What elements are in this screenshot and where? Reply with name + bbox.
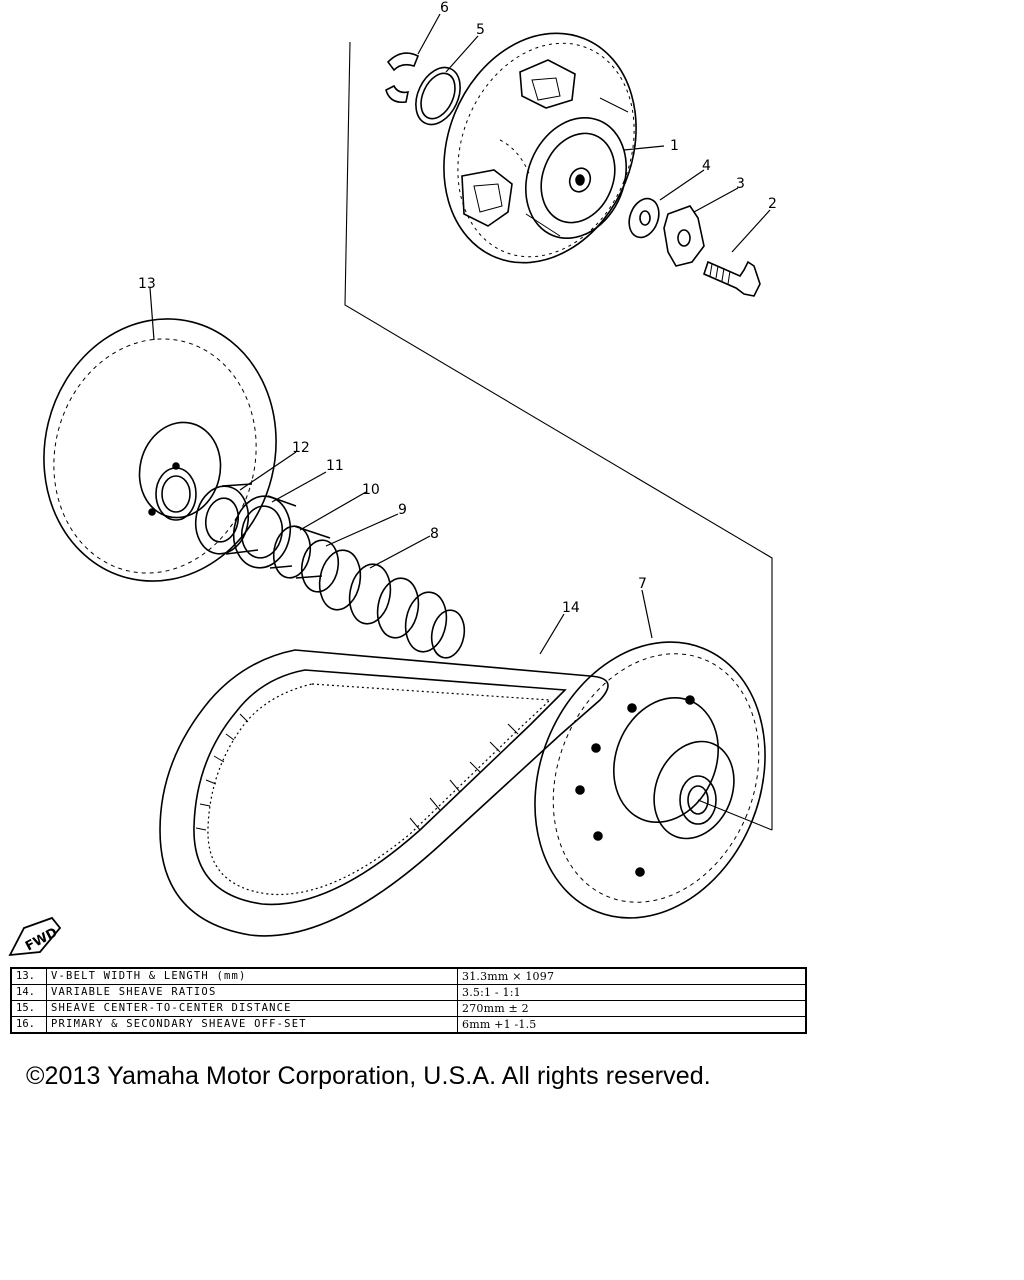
callout-2: 2 — [768, 196, 777, 212]
spec-num: 13. — [10, 967, 47, 985]
part-8-spring — [318, 549, 466, 659]
part-9-seat — [300, 539, 340, 593]
callout-3: 3 — [736, 176, 745, 192]
spec-label: V-BELT WIDTH & LENGTH (mm) — [46, 967, 458, 985]
callout-12: 12 — [292, 440, 310, 456]
copyright-notice: ©2013 Yamaha Motor Corporation, U.S.A. A… — [26, 1062, 711, 1090]
spec-num: 16. — [10, 1016, 47, 1034]
spec-label: VARIABLE SHEAVE RATIOS — [46, 984, 458, 1001]
part-7-sheave — [534, 641, 773, 919]
spec-num: 15. — [10, 1000, 47, 1017]
exploded-parts-diagram: FWD 1 2 3 4 5 6 7 8 9 10 11 12 13 14 — [8, 0, 777, 957]
part-6-collar — [385, 52, 420, 104]
callout-10: 10 — [362, 482, 380, 498]
part-5-ring — [415, 66, 461, 126]
spec-table: 13.V-BELT WIDTH & LENGTH (mm)31.3mm × 10… — [10, 967, 807, 1034]
spec-value: 6mm +1 -1.5 — [457, 1016, 807, 1034]
fwd-arrow-icon: FWD — [8, 916, 62, 957]
assembly-outline — [344, 41, 773, 830]
spec-row: 13.V-BELT WIDTH & LENGTH (mm)31.3mm × 10… — [10, 967, 807, 985]
callout-6: 6 — [440, 0, 449, 16]
callout-7: 7 — [638, 576, 647, 592]
part-2-bolt — [703, 260, 761, 297]
callout-5: 5 — [476, 22, 485, 38]
callout-13: 13 — [138, 276, 156, 292]
callout-8: 8 — [430, 526, 439, 542]
callout-4: 4 — [702, 158, 711, 174]
part-4-washer — [628, 197, 660, 239]
spec-value: 3.5:1 - 1:1 — [457, 984, 807, 1001]
spec-num: 14. — [10, 984, 47, 1001]
leader-lines — [149, 13, 771, 655]
callout-1: 1 — [670, 138, 679, 154]
part-3-lock-plate — [663, 205, 705, 267]
callout-11: 11 — [326, 458, 344, 474]
spec-label: SHEAVE CENTER-TO-CENTER DISTANCE — [46, 1000, 458, 1017]
part-11-sleeve — [232, 495, 297, 569]
callout-9: 9 — [398, 502, 407, 518]
spec-value: 31.3mm × 1097 — [457, 967, 807, 985]
callout-14: 14 — [562, 600, 580, 616]
part-10-ring — [272, 525, 331, 579]
spec-label: PRIMARY & SECONDARY SHEAVE OFF-SET — [46, 1016, 458, 1034]
part-12-bushing — [194, 483, 259, 555]
callout-numbers: 1 2 3 4 5 6 7 8 9 10 11 12 13 14 — [138, 0, 777, 616]
spec-value: 270mm ± 2 — [457, 1000, 807, 1017]
part-13-sheave — [43, 318, 277, 582]
part-1-sheave — [443, 32, 637, 264]
part-14-vbelt — [159, 649, 609, 937]
